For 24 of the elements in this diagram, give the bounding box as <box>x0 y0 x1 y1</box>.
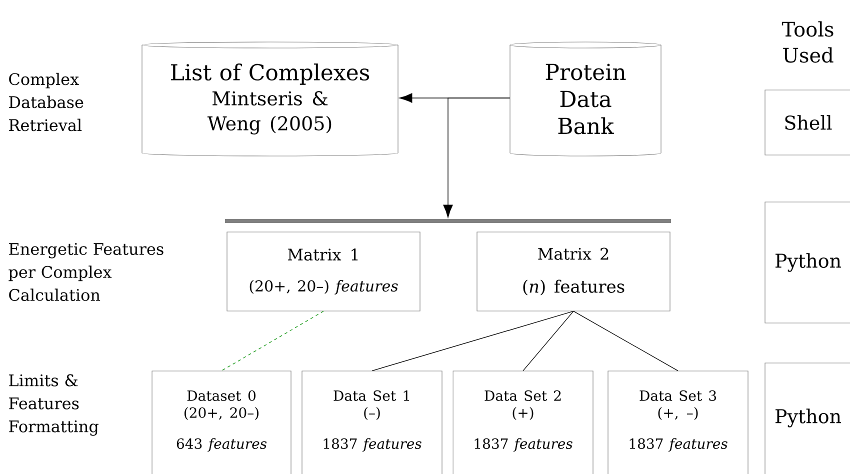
node-label: Protein Data Bank <box>546 64 626 134</box>
dataset-box: Data Set 1 (–) 1837 features <box>302 370 442 474</box>
arrow <box>443 98 510 218</box>
row-label: Limits & Features Formatting <box>9 374 98 436</box>
matrix-box: Matrix 1 (20+, 20–) features <box>226 232 420 312</box>
bar <box>225 219 671 223</box>
dataset-box: Data Set 3 (+, –) 1837 features <box>608 370 748 474</box>
matrix-box: Matrix 2 (n) features <box>476 232 670 312</box>
tool-box: Python <box>764 202 850 324</box>
connector-line <box>372 310 574 372</box>
connector-line <box>522 310 574 372</box>
connector-line <box>573 310 678 372</box>
node-label: List of Complexes <box>171 64 370 85</box>
database-cylinder: Protein Data Bank <box>510 42 662 156</box>
dataset-box: Dataset 0 (20+, 20–) 643 features <box>152 370 292 474</box>
tool-box: Shell <box>764 90 850 156</box>
row-label: Complex Database Retrieval <box>9 72 84 132</box>
node-label: Mintseris & Weng (2005) <box>207 91 332 134</box>
column-heading: Tools Used <box>782 21 834 63</box>
dataset-box: Data Set 2 (+) 1837 features <box>452 370 594 474</box>
row-label: Energetic Features per Complex Calculation <box>8 243 164 301</box>
tool-box: Python <box>764 362 850 474</box>
connector-line <box>221 310 324 372</box>
database-cylinder: List of Complexes Mintseris & Weng (2005) <box>142 42 398 156</box>
